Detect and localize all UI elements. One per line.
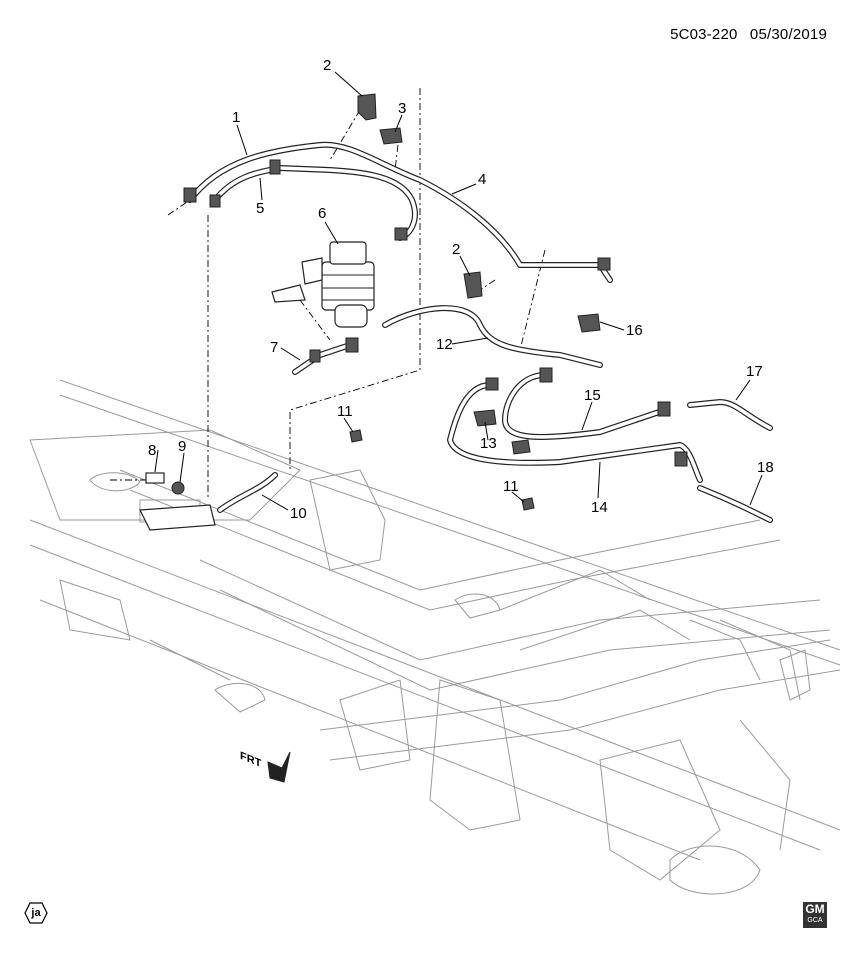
vehicle-frame	[29, 379, 841, 895]
ja-badge-text: ja	[31, 907, 41, 919]
callout-10: 10	[290, 505, 307, 522]
callout-2-lower: 2	[452, 241, 461, 258]
callout-11-lower: 11	[503, 478, 519, 495]
callout-1: 1	[232, 109, 241, 126]
callout-2: 2	[323, 57, 332, 74]
callout-14: 14	[591, 499, 608, 516]
fuel-lines	[187, 141, 773, 523]
components	[139, 93, 688, 531]
diagram-header: 5C03-220 05/30/2019	[662, 26, 827, 43]
callout-17: 17	[746, 363, 763, 380]
callout-11-upper: 11	[337, 403, 353, 420]
callout-3: 3	[398, 100, 407, 117]
callout-16: 16	[626, 322, 643, 339]
leader-lines	[154, 71, 763, 511]
front-arrow-icon	[267, 751, 291, 783]
ja-badge-icon: ja	[24, 902, 48, 924]
callout-4: 4	[478, 171, 487, 188]
gm-logo-bottom: GCA	[807, 917, 823, 924]
callout-6: 6	[318, 205, 327, 222]
callout-12: 12	[436, 336, 453, 353]
callout-9: 9	[178, 438, 187, 455]
callout-15: 15	[584, 387, 601, 404]
fuel-filter-assembly	[271, 241, 375, 328]
gm-logo-icon: GM GCA	[803, 902, 827, 928]
diagram-date: 05/30/2019	[749, 26, 827, 43]
callout-13: 13	[480, 435, 497, 452]
callout-7: 7	[270, 339, 279, 356]
gm-logo-top: GM	[805, 902, 825, 916]
callout-18: 18	[757, 459, 774, 476]
diagram-code: 5C03-220	[670, 26, 738, 43]
callout-8: 8	[148, 442, 157, 459]
callout-5: 5	[256, 200, 265, 217]
